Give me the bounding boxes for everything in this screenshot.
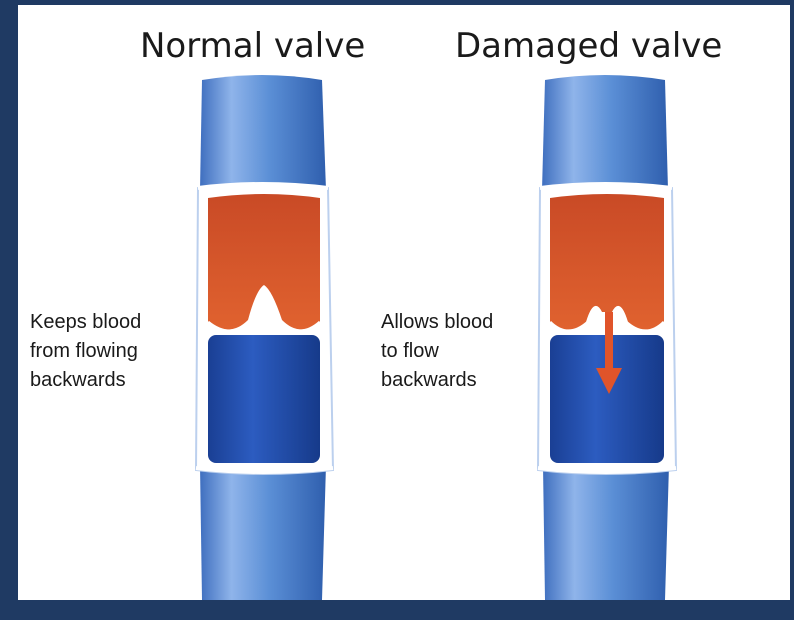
normal-vein-lumen [208, 335, 320, 463]
damaged-vein [538, 75, 676, 600]
damaged-vein-upper-wall [542, 75, 668, 190]
damaged-valve-blood [550, 194, 664, 330]
normal-vein-upper-wall [200, 75, 326, 190]
damaged-vein-lower-wall [543, 465, 669, 600]
normal-vein-lower-wall [200, 465, 326, 600]
normal-vein [196, 75, 333, 600]
